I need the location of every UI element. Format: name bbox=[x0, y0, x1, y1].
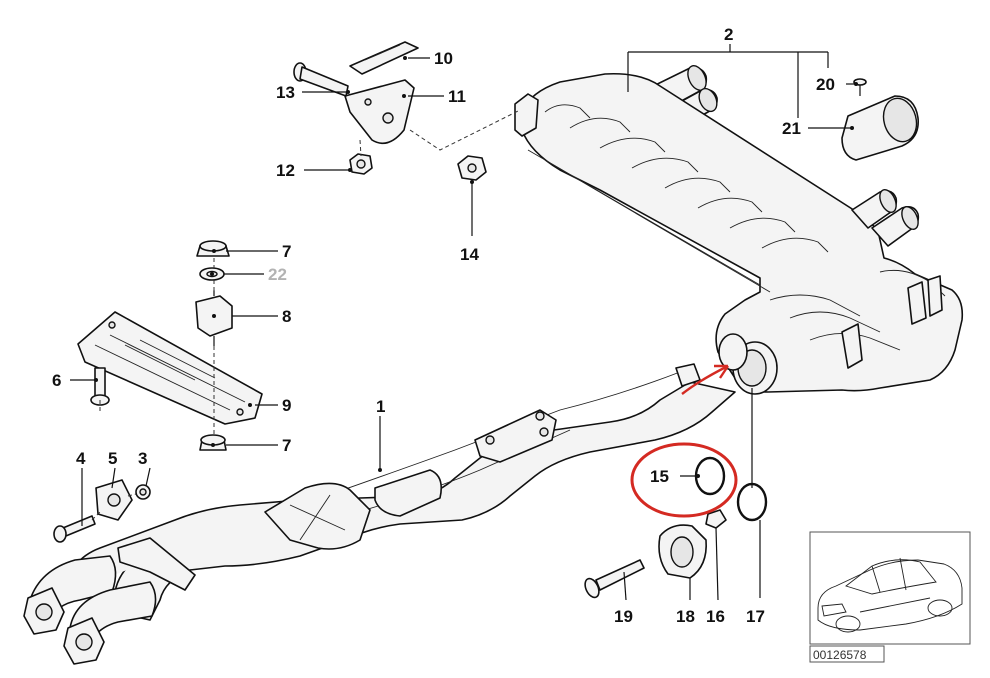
transmission-crossmember bbox=[77, 311, 263, 425]
part-19-bolt bbox=[584, 559, 645, 599]
front-flanges bbox=[23, 587, 105, 665]
label-part-6: 6 bbox=[52, 371, 61, 390]
label-part-3: 3 bbox=[138, 449, 147, 468]
part-15-seal-ring bbox=[694, 456, 726, 496]
vehicle-inset: 00126578 bbox=[809, 531, 971, 663]
label-part-4: 4 bbox=[76, 449, 86, 468]
label-part-5: 5 bbox=[108, 449, 117, 468]
part-7-nut-top bbox=[196, 240, 230, 257]
label-part-13: 13 bbox=[276, 83, 295, 102]
muffler-body bbox=[521, 72, 964, 393]
part-4-bolt bbox=[53, 515, 96, 543]
image-code: 00126578 bbox=[813, 648, 867, 662]
part-3-nut bbox=[135, 484, 151, 500]
part-6-bolt bbox=[90, 367, 110, 406]
label-part-7-bottom: 7 bbox=[282, 436, 291, 455]
part-11-hanger bbox=[344, 79, 415, 145]
part-7-nut-bottom bbox=[199, 434, 227, 451]
label-part-20: 20 bbox=[816, 75, 835, 94]
part-21-tailpipe-trim bbox=[841, 95, 919, 161]
part-17-seal-ring bbox=[736, 482, 768, 522]
label-part-14: 14 bbox=[460, 245, 479, 264]
part-16-nut bbox=[705, 509, 727, 529]
label-part-21: 21 bbox=[782, 119, 801, 138]
label-part-10: 10 bbox=[434, 49, 453, 68]
label-part-17: 17 bbox=[746, 607, 765, 626]
label-part-7-top: 7 bbox=[282, 242, 291, 261]
label-part-18: 18 bbox=[676, 607, 695, 626]
part-13-bolt bbox=[293, 62, 349, 97]
assembly-dashed-lines bbox=[91, 109, 521, 521]
label-part-9: 9 bbox=[282, 396, 291, 415]
muffler-inlet-flange bbox=[718, 333, 778, 395]
highlight-circle-part-15 bbox=[630, 442, 738, 518]
label-part-8: 8 bbox=[282, 307, 291, 326]
label-part-15: 15 bbox=[650, 467, 669, 486]
part-12-nut bbox=[349, 153, 373, 175]
label-part-22: 22 bbox=[268, 265, 287, 284]
part-20-screw bbox=[853, 78, 867, 96]
red-arrow-to-muffler-inlet bbox=[681, 364, 729, 395]
part-number-labels: 1 2 3 4 5 6 7 7 8 9 10 11 12 13 14 15 16… bbox=[52, 25, 835, 626]
label-part-19: 19 bbox=[614, 607, 633, 626]
label-part-2: 2 bbox=[724, 25, 733, 44]
rear-muffler bbox=[514, 65, 964, 395]
label-part-11: 11 bbox=[448, 87, 466, 106]
leader-lines bbox=[70, 44, 858, 601]
part-5-gasket bbox=[95, 479, 133, 521]
tailpipes-lower bbox=[851, 189, 920, 247]
front-exhaust-pipe bbox=[23, 363, 736, 665]
part-18-clamp bbox=[658, 524, 707, 579]
label-part-12: 12 bbox=[276, 161, 295, 180]
car-outline-icon bbox=[817, 557, 963, 633]
highlight-annotations bbox=[630, 364, 738, 518]
part-14-nut bbox=[457, 155, 487, 181]
label-part-1: 1 bbox=[376, 397, 385, 416]
part-10-bracket bbox=[349, 41, 419, 75]
label-part-16: 16 bbox=[706, 607, 725, 626]
